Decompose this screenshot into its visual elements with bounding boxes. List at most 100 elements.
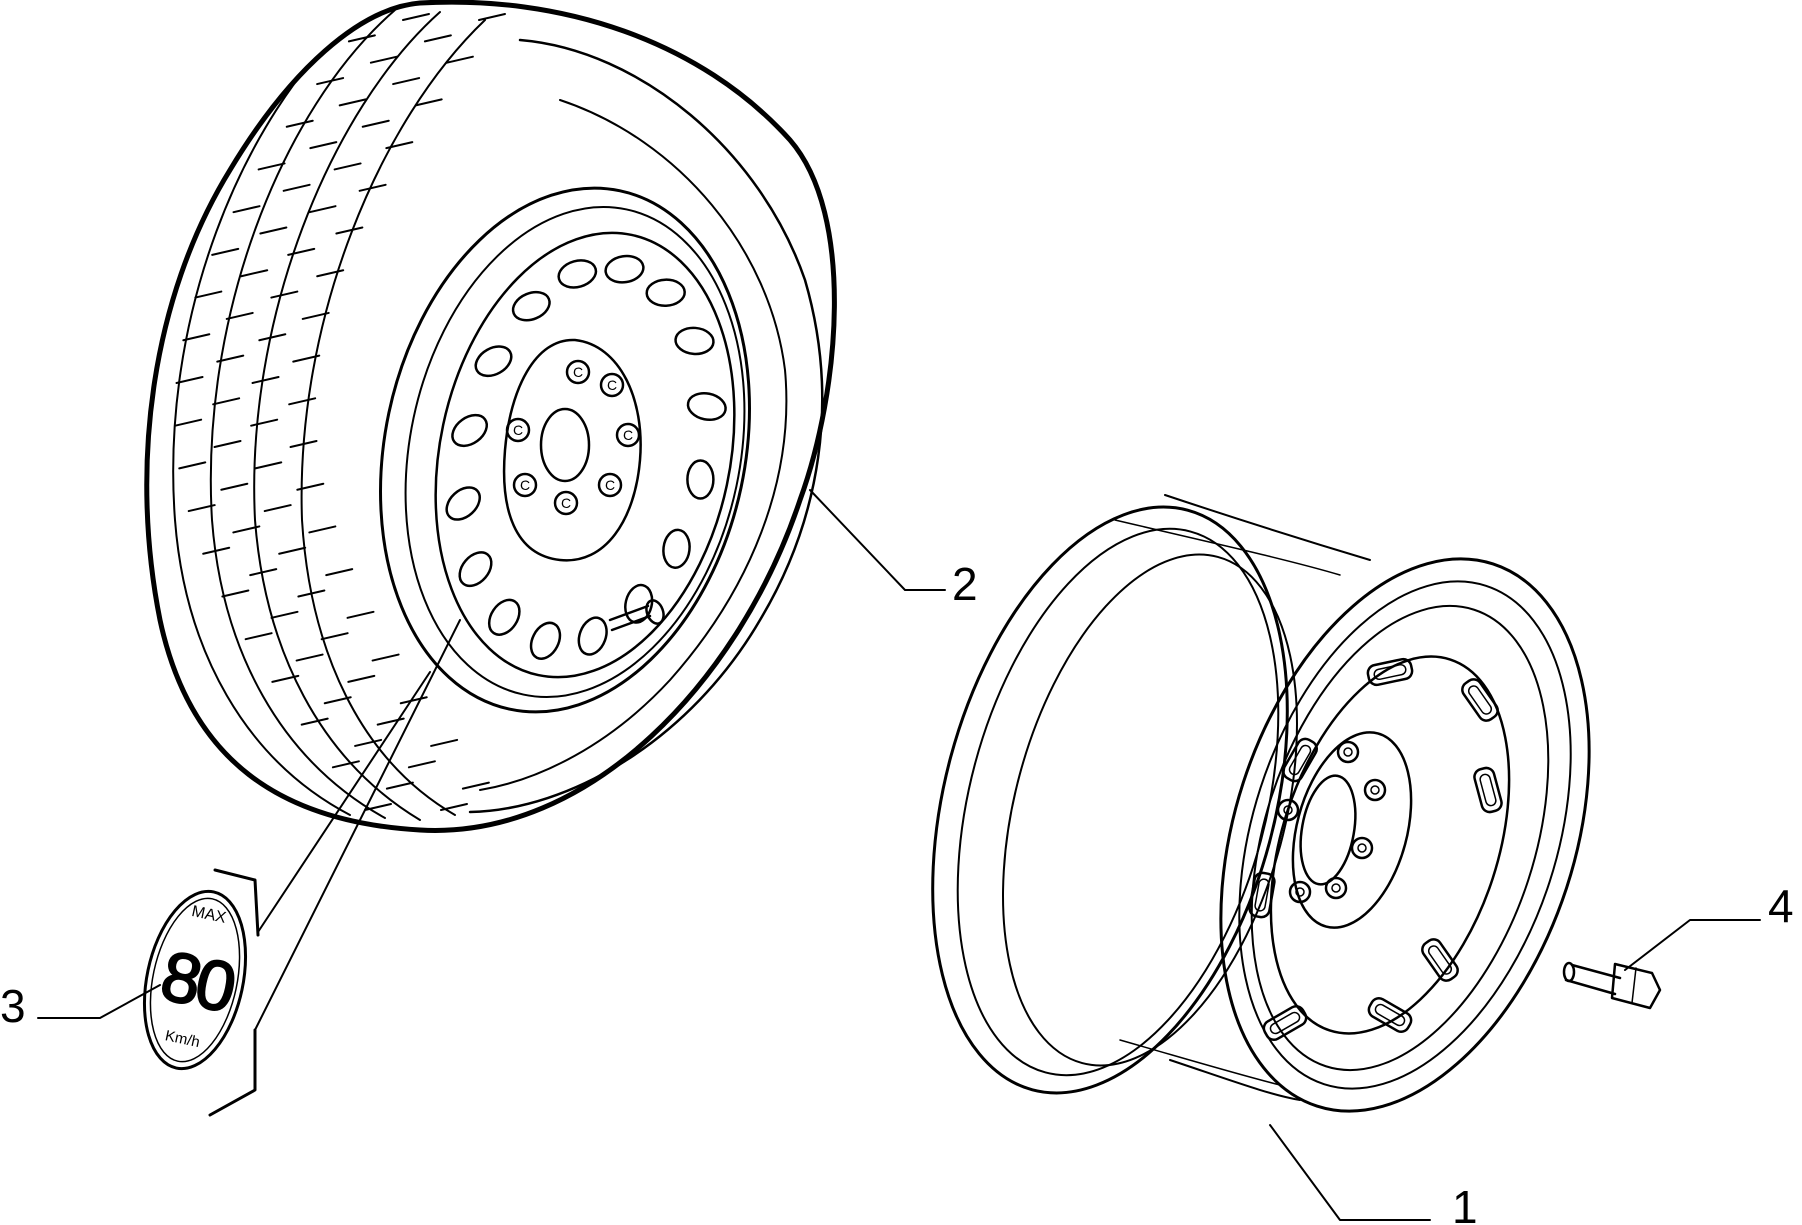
lug-hole (615, 422, 641, 448)
tread-block (178, 461, 207, 470)
lug-hole (1276, 798, 1300, 822)
ventilation-hole (511, 290, 551, 322)
disc-slot (1461, 678, 1499, 722)
tread-block (325, 568, 354, 577)
tread-block (213, 440, 242, 449)
tread-block (440, 803, 468, 811)
tread-block (316, 77, 345, 86)
rim-flange (404, 206, 746, 698)
tread-block (347, 34, 376, 43)
hub-stamp-letter: C (561, 495, 571, 511)
leader-lines (37, 489, 1761, 1221)
tread-block (385, 781, 414, 790)
lug-hole (1324, 876, 1348, 900)
disc-slot-inner (1288, 744, 1312, 776)
leader-1 (1269, 1124, 1431, 1221)
tread-block (271, 674, 300, 683)
tread-block (221, 589, 250, 598)
tread-block (335, 226, 364, 235)
rim-front-ring (1238, 580, 1572, 1090)
tread-block (257, 162, 286, 171)
callout-1: 1 (1452, 1181, 1478, 1225)
tread-block (225, 311, 254, 320)
ventilation-hole (451, 413, 489, 448)
decal-bracket (208, 868, 260, 1117)
hub-plate (502, 338, 642, 562)
wheel-bolt (1562, 961, 1662, 1010)
tread-block (385, 141, 414, 150)
tread-block (259, 226, 288, 235)
ventilation-hole (686, 459, 715, 500)
ventilation-hole (458, 551, 493, 588)
disc-slot (1367, 997, 1413, 1033)
leader-4 (1624, 919, 1761, 971)
tread-block (270, 290, 299, 299)
tread-block (430, 738, 459, 747)
disc-center-bore (1299, 774, 1357, 886)
disc-slot-inner (1373, 663, 1407, 681)
tread-block (289, 440, 318, 449)
lug-hole (599, 372, 625, 398)
tread-block (249, 568, 278, 577)
tread-block (301, 311, 330, 320)
tread-block (258, 333, 287, 342)
leader-3-to-tire-a (257, 671, 431, 933)
decal-max-text: MAX (190, 903, 228, 927)
rim-front-flange (1219, 557, 1591, 1113)
tread-block (308, 205, 337, 214)
lug-hole (512, 472, 538, 498)
tread-block (308, 525, 337, 534)
lug-hole (1363, 778, 1387, 802)
lug-hole-inner (1370, 785, 1380, 795)
tread-block (212, 397, 241, 406)
hub-stamp-letter: C (573, 364, 583, 380)
decal-inner-border (149, 897, 241, 1063)
hub-stamp-letter: C (607, 377, 617, 393)
ventilation-hole (604, 254, 645, 284)
valve-stem (608, 599, 665, 632)
tread-block (445, 55, 474, 64)
hub-stamp-letter: C (623, 427, 633, 443)
tire-outline (144, 0, 837, 833)
tread-block (414, 98, 443, 107)
lug-hole (1336, 740, 1360, 764)
lug-hole (597, 472, 623, 498)
tread-block (323, 696, 352, 705)
tread-block (232, 205, 261, 214)
tread-block (461, 781, 490, 790)
tread-block (182, 333, 211, 342)
tread-block (331, 760, 360, 769)
tire-sidewall-edge (468, 38, 824, 814)
tread-block (364, 803, 392, 811)
tread-block (338, 98, 367, 107)
tread-block (244, 632, 273, 641)
tire-tread (172, 9, 506, 821)
lug-hole-inner (1295, 887, 1305, 897)
tread-block (333, 162, 362, 171)
tread-block (295, 653, 324, 662)
disc-slot (1421, 938, 1459, 982)
tread-block (240, 269, 269, 278)
disc-slot-inner (1374, 1003, 1406, 1027)
rim-ventilation-holes (445, 254, 727, 660)
tread-block (211, 247, 240, 256)
disc-slot-inner (1254, 878, 1270, 912)
tread-block (399, 696, 428, 705)
tread-blocks (174, 13, 506, 811)
tread-block (316, 269, 345, 278)
disc-slot-inner (1479, 773, 1497, 807)
rim-outer-edge (379, 186, 751, 714)
disc-bolt-pattern (1276, 740, 1387, 904)
disc-hub (1291, 731, 1413, 929)
rim-back-flange (931, 505, 1289, 1095)
ventilation-hole (557, 259, 598, 289)
tread-block (478, 13, 506, 21)
callout-2: 2 (952, 558, 978, 610)
disc-slot (1366, 657, 1414, 687)
hub-stamp-letter: C (520, 477, 530, 493)
rim-back-ring (956, 527, 1280, 1077)
ventilation-hole (645, 278, 686, 307)
tread-block (202, 546, 231, 555)
